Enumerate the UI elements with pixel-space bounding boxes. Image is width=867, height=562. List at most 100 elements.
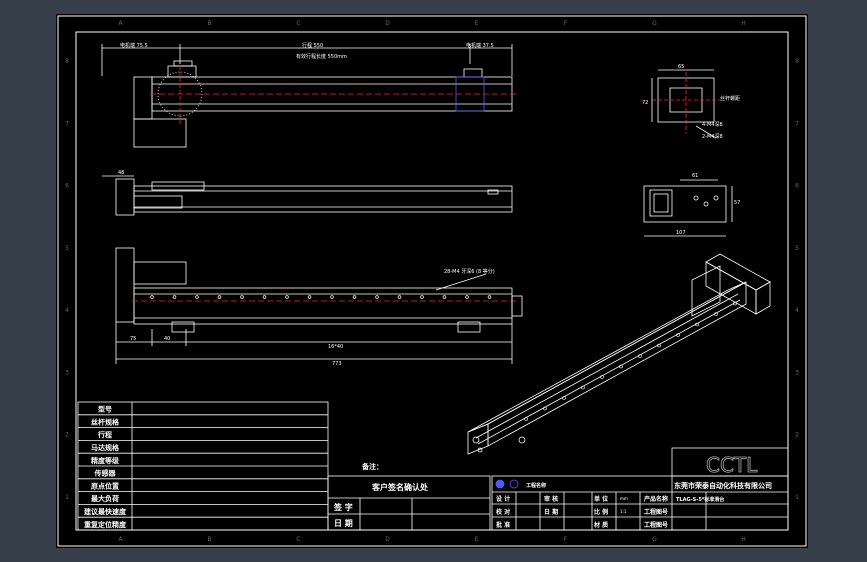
iso-hole [581,385,585,390]
mounting-hole [172,295,177,299]
iso-hole [543,406,547,411]
mounting-hole [442,295,447,299]
dim-bottom-c: 16*40 [328,344,343,350]
iso-hole [524,417,528,421]
bottom-view [115,247,523,364]
drawing-no2-label: 工程图号 [644,521,668,529]
dim-top-right: 电机端 37.5 [466,42,494,49]
mounting-hole [285,295,289,299]
mounting-hole [330,295,334,299]
spec-row-label: 精度等级 [91,456,120,465]
mounting-hole [262,295,267,299]
review-label: 审 核 [544,495,558,503]
spec-row-label: 丝杆规格 [91,417,120,426]
company-name: 东莞市荣泰自动化科技有限公司 [674,481,772,490]
zone-row-label: 7 [65,120,69,127]
mounting-hole [195,295,199,299]
zone-row-label: 8 [795,58,799,65]
dim-end-hole: 4-M4深8 [702,121,723,128]
mounting-hole [420,295,424,299]
dim-sec-total: 107 [676,230,686,236]
mounting-hole [217,295,222,299]
inner-border [75,31,789,531]
dim-bottom-b: 40 [164,336,170,342]
zone-col-label: H [741,536,746,543]
spec-row-label: 原点位置 [91,481,119,490]
zone-col-label: G [652,20,657,27]
zone-row-label: 6 [65,183,69,190]
zone-row-label: 6 [795,183,799,190]
zone-row-label: 7 [795,120,799,127]
dim-side-left: 48 [118,170,124,176]
zone-col-label: F [564,536,568,543]
scale-value: 1:1 [620,509,627,514]
zone-col-label: F [564,20,568,27]
zone-col-label: B [207,536,211,543]
zone-col-label: D [385,536,390,543]
zone-col-label: H [741,20,746,27]
zone-row-label: 5 [65,245,69,252]
zone-col-label: C [296,536,300,543]
isometric-view [467,253,771,455]
dim-top-mid: 行程 550 [302,42,323,49]
customer-box [327,475,491,531]
spec-row-label: 型号 [98,405,112,414]
dim-end-h: 72 [642,100,648,106]
zone-col-label: D [385,20,390,27]
zone-row-label: 4 [795,307,799,314]
cust-date-label: 日 期 [334,518,353,528]
product-name: TLAG-S-5*标准滑台 [676,496,724,503]
dim-bottom-note: 28-M4 牙深6 (8 等分) [444,268,495,275]
dim-sec-h: 57 [734,200,740,206]
approve-label: 批 准 [496,521,510,529]
zone-col-label: E [475,536,479,543]
material-label: 材 质 [593,521,608,529]
mounting-hole [352,295,357,299]
note-label: 备注： [361,462,383,471]
dim-end-w: 65 [678,64,684,70]
unit-value: mm [620,496,628,501]
zone-col-label: A [118,20,123,27]
iso-hole [733,301,737,306]
mounting-hole [397,295,402,299]
top-view [101,44,516,148]
iso-hole [638,354,642,358]
company-logo: CCTL [706,453,758,477]
zone-row-label: 3 [795,369,799,376]
zone-col-label: G [652,536,657,543]
zone-row-label: 5 [795,245,799,252]
zone-row-label: 3 [65,369,69,376]
spec-row-label: 行程 [97,430,112,439]
side-view [102,175,513,216]
mounting-hole [465,295,469,299]
dim-sec-w: 61 [692,173,698,179]
mounting-hole [150,295,154,299]
zone-row-label: 1 [65,494,69,501]
zone-row-label: 2 [65,432,69,439]
iso-hole [676,333,680,337]
date-label: 日 期 [544,508,558,516]
spec-row-label: 传感器 [94,469,117,478]
mounting-hole [375,295,379,299]
dim-top-left: 电机端 75.5 [120,42,148,49]
zone-row-label: 1 [795,494,799,501]
zone-col-label: B [207,20,211,27]
dim-top-mid-sub: 有效行程长度 550mm [296,53,347,60]
spec-row-label: 最大负荷 [91,494,119,503]
outer-border [57,15,807,547]
section-view [643,179,733,237]
mounting-holes [150,295,492,299]
zone-row-label: 2 [795,432,799,439]
design-label: 设 计 [496,495,510,503]
product-name-label: 产品名称 [644,495,668,503]
iso-holes [524,301,737,421]
check-label: 校 对 [496,508,510,516]
mounting-hole [240,295,244,299]
iso-hole [619,364,623,369]
mounting-hole [487,295,492,299]
spec-row-label: 马达规格 [91,443,120,452]
zone-col-label: A [118,536,123,543]
title-block [491,447,789,531]
